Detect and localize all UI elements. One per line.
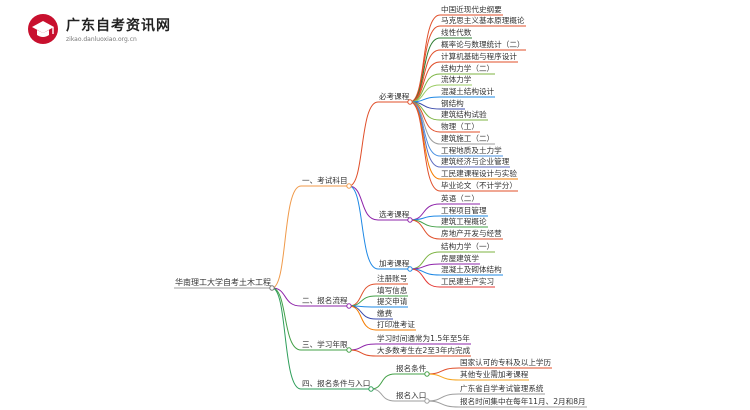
node-required-courses[interactable]: 必考课程	[379, 92, 410, 101]
leaf-required-course[interactable]: 计算机基础与程序设计	[441, 52, 517, 61]
leaf-required-course[interactable]: 线性代数	[441, 28, 472, 37]
leaf-process-step[interactable]: 注册账号	[377, 274, 408, 283]
leaf-required-course[interactable]: 物理（工）	[441, 122, 479, 131]
node-joint	[407, 217, 413, 223]
leaf-elective-course[interactable]: 建筑工程概论	[441, 217, 487, 226]
branch-registration-process[interactable]: 二、报名流程	[302, 296, 348, 305]
leaf-entry[interactable]: 报名时间集中在每年11月、2月和8月	[460, 397, 586, 406]
node-registration-conditions[interactable]: 报名条件	[396, 364, 427, 373]
branch-conditions-entry[interactable]: 四、报名条件与入口	[302, 379, 371, 388]
node-joint	[368, 386, 374, 392]
connector-line	[409, 219, 441, 240]
leaf-required-course[interactable]: 建筑经济与企业管理	[441, 157, 510, 166]
connector-line	[426, 393, 460, 402]
leaf-process-step[interactable]: 提交申请	[377, 297, 408, 306]
logo-title: 广东自考资讯网	[66, 18, 171, 34]
connector-line	[409, 215, 441, 221]
leaf-duration[interactable]: 学习时间通常为1.5年至5年	[377, 334, 470, 343]
leaf-duration[interactable]: 大多数考生在2至3年内完成	[377, 346, 471, 355]
leaf-required-course[interactable]: 毕业论文（不计学分）	[441, 181, 517, 190]
connector-line	[426, 367, 460, 375]
leaf-elective-course[interactable]: 英语（二）	[441, 194, 479, 203]
leaf-process-step[interactable]: 打印准考证	[377, 320, 415, 329]
leaf-additional-course[interactable]: 混凝土及砌体结构	[441, 265, 502, 274]
connector-line	[370, 373, 396, 390]
connector-line	[271, 287, 302, 390]
leaf-required-course[interactable]: 工程地质及土力学	[441, 146, 502, 155]
connector-line	[271, 287, 302, 307]
leaf-required-course[interactable]: 结构力学（二）	[441, 64, 495, 73]
leaf-required-course[interactable]: 中国近现代史纲要	[441, 5, 502, 14]
leaf-required-course[interactable]: 混凝土结构设计	[441, 87, 495, 96]
connector-line	[271, 287, 302, 351]
site-logo[interactable]: 广东自考资讯网 zikao.danluoxiao.org.cn	[26, 12, 226, 52]
leaf-required-course[interactable]: 概率论与数理统计（二）	[441, 40, 525, 49]
leaf-additional-course[interactable]: 工民建生产实习	[441, 277, 495, 286]
connector-line	[370, 388, 396, 402]
leaf-process-step[interactable]: 填写信息	[377, 286, 408, 295]
connector-line	[348, 101, 379, 187]
leaf-required-course[interactable]: 建筑施工（二）	[441, 134, 495, 143]
node-joint	[407, 99, 413, 105]
connector-line	[348, 349, 377, 357]
connector-line	[348, 185, 379, 270]
leaf-required-course[interactable]: 工民建课程设计与实验	[441, 169, 517, 178]
connector-line	[348, 305, 377, 320]
connector-line	[348, 305, 377, 331]
connector-line	[348, 283, 377, 307]
leaf-entry[interactable]: 广东省自学考试管理系统	[460, 384, 544, 393]
connector-line	[426, 400, 460, 408]
leaf-condition[interactable]: 其他专业需加考课程	[460, 370, 529, 379]
connector-line	[271, 185, 302, 289]
node-joint	[424, 398, 430, 404]
leaf-required-course[interactable]: 马克思主义基本原理概论	[441, 16, 525, 25]
root-node[interactable]: 华南理工大学自考土木工程	[175, 278, 271, 287]
leaf-condition[interactable]: 国家认可的专科及以上学历	[460, 358, 552, 367]
node-registration-entry[interactable]: 报名入口	[396, 391, 427, 400]
connector-line	[409, 101, 441, 192]
node-joint	[407, 266, 413, 272]
leaf-elective-course[interactable]: 工程项目管理	[441, 206, 487, 215]
leaf-additional-course[interactable]: 房屋建筑学	[441, 254, 479, 263]
branch-study-duration[interactable]: 三、学习年限	[302, 340, 348, 349]
connector-line	[409, 268, 441, 288]
node-elective-courses[interactable]: 选考课程	[379, 210, 410, 219]
branch-exam-subjects[interactable]: 一、考试科目	[302, 176, 348, 185]
connector-line	[409, 61, 441, 103]
node-joint	[346, 347, 352, 353]
connector-line	[348, 343, 377, 351]
leaf-process-step[interactable]: 缴费	[377, 309, 393, 318]
node-joint	[424, 371, 430, 377]
node-additional-courses[interactable]: 加考课程	[379, 259, 410, 268]
logo-subtitle: zikao.danluoxiao.org.cn	[66, 36, 137, 43]
connector-line	[348, 185, 379, 221]
leaf-required-course[interactable]: 钢结构	[441, 99, 464, 108]
leaf-additional-course[interactable]: 结构力学（一）	[441, 242, 495, 251]
node-joint	[269, 285, 275, 291]
leaf-required-course[interactable]: 建筑结构试验	[441, 110, 487, 119]
node-joint	[346, 183, 352, 189]
node-joint	[346, 303, 352, 309]
connector-line	[426, 373, 460, 381]
graduation-cap-icon	[28, 14, 58, 44]
connector-line	[348, 295, 377, 307]
leaf-elective-course[interactable]: 房地产开发与经营	[441, 229, 502, 238]
leaf-required-course[interactable]: 流体力学	[441, 75, 472, 84]
